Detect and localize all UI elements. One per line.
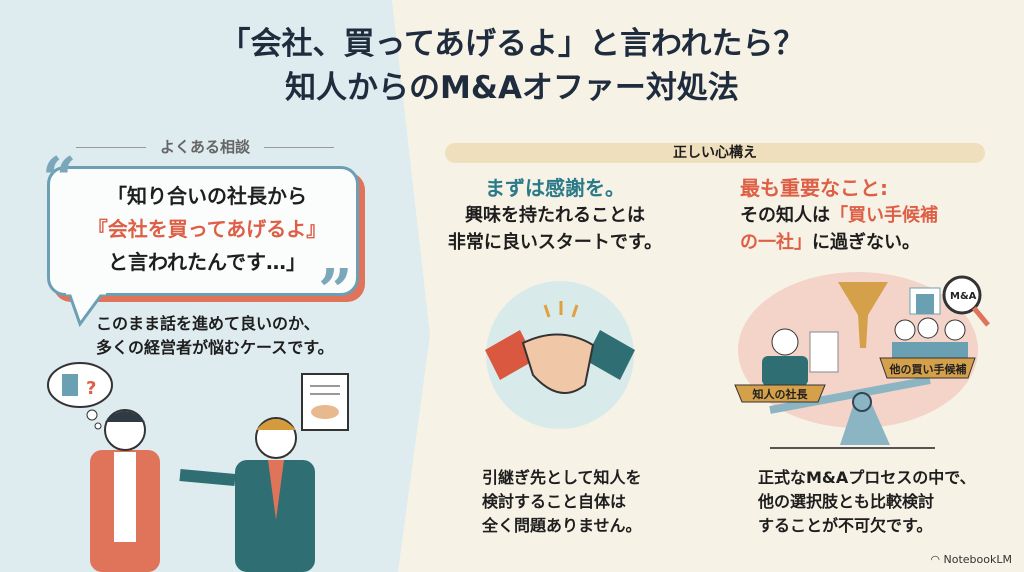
caption-line-1: このまま話を進めて良いのか、 [96,314,320,333]
quote-line-2: 『会社を買ってあげるよ』 [87,217,327,241]
section-label-common-consultation: よくある相談 [40,136,370,157]
scale-right-label: 他の買い手候補 [889,362,967,376]
page-title: 「会社、買ってあげるよ」と言われたら？ 知人からのM&Aオファー対処法 [0,22,1024,110]
businessman-right [179,417,315,572]
scale-left-label: 知人の社長 [752,387,809,401]
speech-bubble-tail [66,290,107,328]
speech-bubble [47,166,359,296]
ma-badge: M&A [950,291,977,302]
gratitude-bottom-line-1: 引継ぎ先として知人を [482,468,642,487]
important-line-2a: の一社」 [740,232,812,253]
building-icon [916,294,934,314]
handshake-icon [485,281,635,429]
section-label-correct-mindset: 正しい心構え [445,143,985,163]
magnifier-icon [942,275,982,315]
important-line-1b: 「買い手候補 [830,205,938,226]
important-line-1a: その知人は [740,205,830,226]
brand-label: NotebookLM [943,553,1012,566]
column-most-important: 最も重要なこと: その知人は「買い手候補 の一社」に過ぎない。 [740,175,938,256]
close-quote-icon: ” [318,257,353,327]
caption-line-2: 多くの経営者が悩むケースです。 [96,338,334,357]
svg-text:?: ? [86,378,96,399]
funnel-icon [838,282,888,348]
important-line-2b: に過ぎない。 [812,232,920,253]
important-heading: 最も重要なこと: [740,176,888,200]
column-gratitude: まずは感謝を。 興味を持たれることは 非常に良いスタートです。 [440,175,670,256]
gratitude-line-1: 興味を持たれることは [465,205,645,226]
quote-line-1: 「知り合いの社長から [107,184,307,208]
gratitude-bottom-line-3: 全く問題ありません。 [482,516,642,535]
gratitude-heading: まずは感謝を。 [485,176,625,200]
title-line-1: 「会社、買ってあげるよ」と言われたら？ [219,26,805,62]
important-bottom-line-1: 正式なM&Aプロセスの中で、 [758,468,976,487]
scale-comparison-illustration: M&A 知人の社長 他の買い手候補 [734,272,990,449]
businessman-left [90,409,160,572]
quote-line-3: と言われたんです…」 [108,250,306,274]
quote-text: 「知り合いの社長から 『会社を買ってあげるよ』 と言われたんです…」 [52,180,362,279]
business-people-illustration: ? [47,362,349,572]
gratitude-line-2: 非常に良いスタートです。 [447,232,663,253]
notebooklm-logo-icon: ◠ [930,553,944,566]
thought-bubble-icon: ? [47,362,113,430]
important-bottom-line-2: 他の選択肢とも比較検討 [758,492,935,511]
left-caption: このまま話を進めて良いのか、 多くの経営者が悩むケースです。 [96,312,334,360]
important-bottom-text: 正式なM&Aプロセスの中で、 他の選択肢とも比較検討 することが不可欠です。 [758,466,976,538]
title-line-2: 知人からのM&Aオファー対処法 [285,70,739,106]
important-bottom-line-3: することが不可欠です。 [758,516,933,535]
handshake-document-icon [301,373,349,431]
open-quote-icon: “ [42,145,77,215]
notebooklm-watermark: ◠ NotebookLM [930,553,1012,566]
gratitude-bottom-line-2: 検討すること自体は [482,492,627,511]
gratitude-bottom-text: 引継ぎ先として知人を 検討すること自体は 全く問題ありません。 [482,466,642,538]
